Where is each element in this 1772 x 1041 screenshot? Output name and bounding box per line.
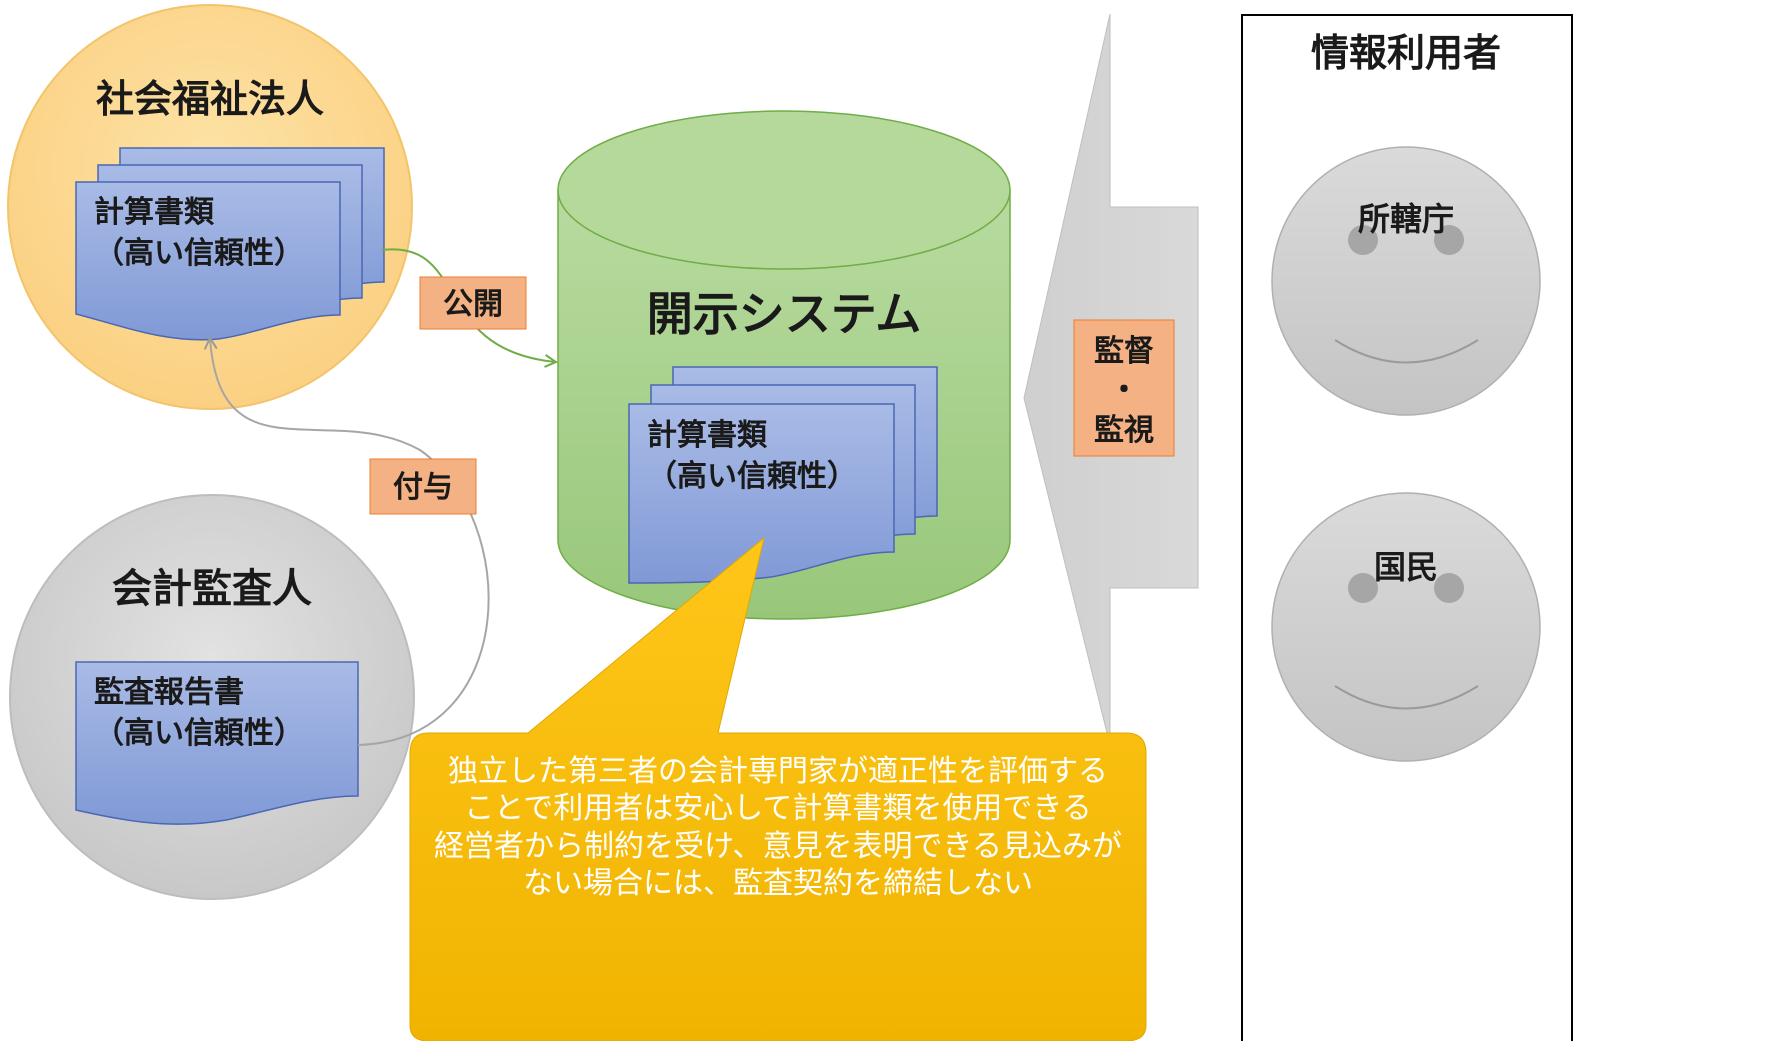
face-left-eye bbox=[1348, 573, 1378, 603]
cylinder-top bbox=[557, 110, 1011, 270]
callout: 独立した第三者の会計専門家が適正性を評価する ことで利用者は安心して計算書類を使… bbox=[409, 536, 1147, 1041]
system-document-stack: 計算書類 （高い信頼性） bbox=[628, 366, 938, 584]
face-left-eye bbox=[1348, 225, 1378, 255]
grant-label-box bbox=[369, 458, 477, 515]
corp-document-stack: 計算書類 （高い信頼性） bbox=[75, 147, 385, 341]
users-title: 情報利用者 bbox=[1311, 31, 1501, 75]
grant-label-text: 付与 bbox=[393, 470, 453, 505]
face-citizens-label: 国民 bbox=[1374, 548, 1438, 586]
auditor-title: 会計監査人 bbox=[112, 566, 312, 612]
supervision-beam: 監督 ・ 監視 bbox=[1023, 13, 1199, 746]
face-right-eye bbox=[1434, 573, 1464, 603]
document-page-front bbox=[75, 181, 341, 341]
grant-label: 付与 bbox=[369, 458, 477, 515]
face-smile bbox=[1334, 339, 1479, 364]
face-circle bbox=[1271, 492, 1541, 762]
system-doc-line2: （高い信頼性） bbox=[647, 459, 857, 494]
supervise-label-2: 監視 bbox=[1094, 413, 1154, 448]
system-title: 開示システム bbox=[647, 287, 922, 341]
publish-label: 公開 bbox=[419, 276, 527, 330]
face-smile bbox=[1334, 685, 1479, 710]
auditor-document bbox=[75, 661, 359, 825]
corp-doc-line2: （高い信頼性） bbox=[94, 236, 304, 271]
callout-line-4: ない場合には、監査契約を締結しない bbox=[523, 866, 1033, 901]
system-doc-line1: 計算書類 bbox=[647, 418, 768, 453]
face-authority: 所轄庁 bbox=[1271, 146, 1541, 416]
grant-arrow bbox=[210, 338, 490, 746]
supervise-label-dot: ・ bbox=[1109, 373, 1139, 408]
corp-title: 社会福祉法人 bbox=[96, 77, 324, 121]
callout-line-1: 独立した第三者の会計専門家が適正性を評価する bbox=[448, 754, 1108, 789]
corp-group: 社会福祉法人 計算書類 （高い信頼性） bbox=[7, 4, 413, 410]
users-panel: 情報利用者 所轄庁 国民 bbox=[1241, 14, 1573, 1041]
face-circle bbox=[1271, 146, 1541, 416]
callout-line-3: 経営者から制約を受け、意見を表明できる見込みが bbox=[434, 829, 1122, 864]
auditor-doc-line2: （高い信頼性） bbox=[94, 716, 304, 751]
callout-line-2: ことで利用者は安心して計算書類を使用できる bbox=[464, 791, 1092, 826]
face-authority-label: 所轄庁 bbox=[1358, 200, 1454, 238]
auditor-doc-line1: 監査報告書 bbox=[94, 675, 244, 710]
face-right-eye bbox=[1434, 225, 1464, 255]
auditor-group: 会計監査人 監査報告書 （高い信頼性） bbox=[9, 494, 415, 900]
document-page-front bbox=[628, 403, 895, 584]
system-cylinder: 開示システム 計算書類 （高い信頼性） bbox=[557, 110, 1011, 620]
publish-label-text: 公開 bbox=[443, 287, 503, 322]
publish-label-box bbox=[419, 276, 527, 330]
supervise-label-box bbox=[1073, 319, 1175, 457]
supervise-label-1: 監督 bbox=[1094, 334, 1154, 369]
face-citizens: 国民 bbox=[1271, 492, 1541, 762]
corp-doc-line1: 計算書類 bbox=[94, 195, 215, 230]
